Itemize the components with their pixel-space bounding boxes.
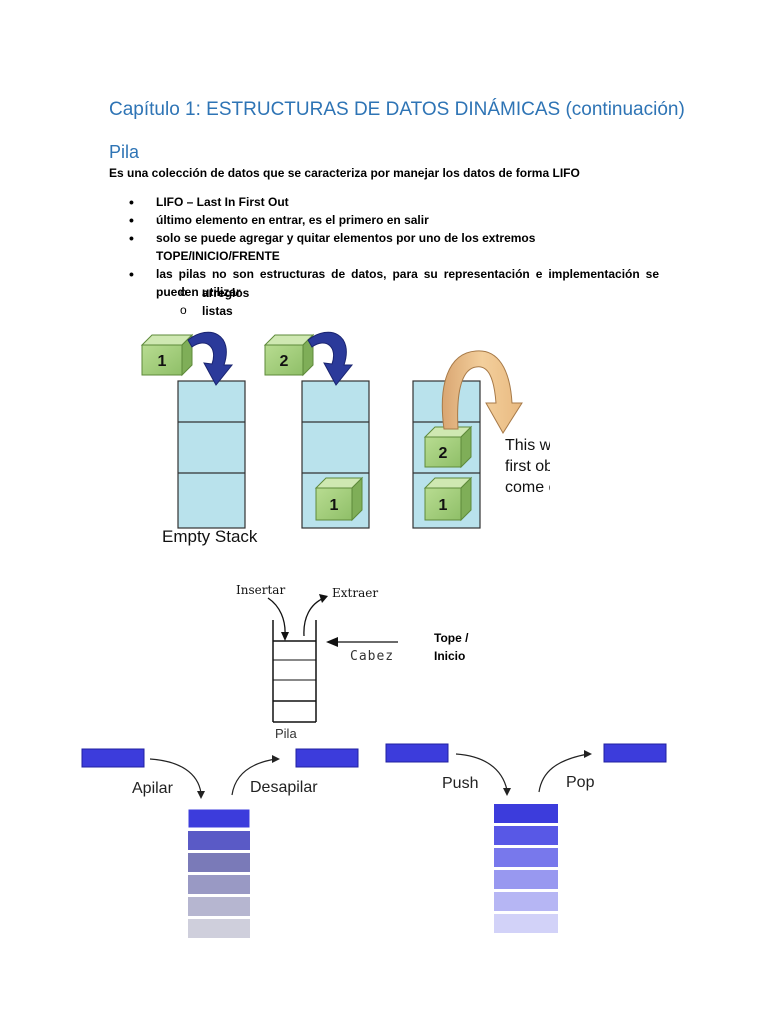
curved-arrow-icon bbox=[307, 331, 354, 386]
pila-diagram: Insertar Extraer Cabez Pila bbox=[236, 583, 398, 741]
curved-arrow-icon bbox=[187, 331, 234, 386]
push-pop-diagram: Push Pop bbox=[385, 743, 667, 933]
outgoing-block bbox=[603, 743, 667, 763]
pila-label: Pila bbox=[275, 726, 297, 741]
incoming-block bbox=[81, 748, 145, 768]
insertar-label: Insertar bbox=[236, 583, 285, 597]
stack-blocks bbox=[494, 804, 558, 933]
sub-bullet-list: arreglos listas bbox=[180, 283, 249, 320]
svg-text:1: 1 bbox=[158, 353, 167, 370]
insert-arrow-icon bbox=[267, 597, 286, 637]
page-title: Capítulo 1: ESTRUCTURAS DE DATOS DINÁMIC… bbox=[109, 99, 685, 120]
apilar-label: Apilar bbox=[132, 780, 174, 797]
svg-text:2: 2 bbox=[280, 353, 289, 370]
section-title: Pila bbox=[109, 142, 140, 162]
desapilar-label: Desapilar bbox=[250, 779, 318, 796]
tope-line: Tope / bbox=[434, 631, 469, 645]
apilar-desapilar-diagram: Apilar Desapilar bbox=[81, 748, 359, 938]
pop-arrow-icon bbox=[538, 753, 589, 793]
extract-arrow-icon bbox=[303, 597, 325, 637]
bullet-item: LIFO – Last In First Out bbox=[109, 193, 659, 211]
stack-illustration: 1 Empty Stack 1 2 2 1 This will be the f… bbox=[140, 331, 550, 546]
note-line: come out. bbox=[505, 479, 550, 496]
empty-stack bbox=[177, 380, 246, 529]
pop-arrow-icon bbox=[441, 350, 523, 434]
push-arrow-icon bbox=[149, 758, 202, 794]
extraer-label: Extraer bbox=[332, 586, 378, 600]
empty-stack-label: Empty Stack bbox=[162, 527, 258, 546]
svg-text:2: 2 bbox=[439, 445, 448, 462]
svg-text:1: 1 bbox=[439, 497, 448, 514]
sub-bullet-item: arreglos bbox=[180, 283, 249, 302]
note-line: This will be the bbox=[505, 437, 550, 454]
pop-label: Pop bbox=[566, 774, 595, 791]
cube-1: 1 bbox=[140, 333, 194, 377]
cabeza-label: Cabez bbox=[350, 649, 394, 664]
bullet-item: solo se puede agregar y quitar elementos… bbox=[109, 229, 659, 265]
sub-bullet-item: listas bbox=[180, 301, 249, 320]
tope-line: Inicio bbox=[434, 649, 466, 663]
head-arrow-icon bbox=[326, 637, 338, 647]
tope-label: Tope / Inicio bbox=[434, 629, 494, 665]
stack-with-one: 1 bbox=[301, 380, 370, 529]
pila-stack bbox=[272, 620, 317, 723]
cube-2: 2 bbox=[263, 333, 315, 377]
push-arrow-icon bbox=[455, 753, 508, 791]
stack-with-two: 2 1 bbox=[412, 380, 481, 529]
push-label: Push bbox=[442, 775, 478, 792]
incoming-block bbox=[385, 743, 449, 763]
svg-text:1: 1 bbox=[330, 497, 339, 514]
intro-paragraph: Es una colección de datos que se caracte… bbox=[109, 166, 580, 180]
pop-arrow-icon bbox=[231, 758, 277, 796]
outgoing-block bbox=[295, 748, 359, 768]
stack-blocks bbox=[187, 808, 251, 938]
bullet-item: último elemento en entrar, es el primero… bbox=[109, 211, 659, 229]
note-line: first object to bbox=[505, 458, 550, 475]
